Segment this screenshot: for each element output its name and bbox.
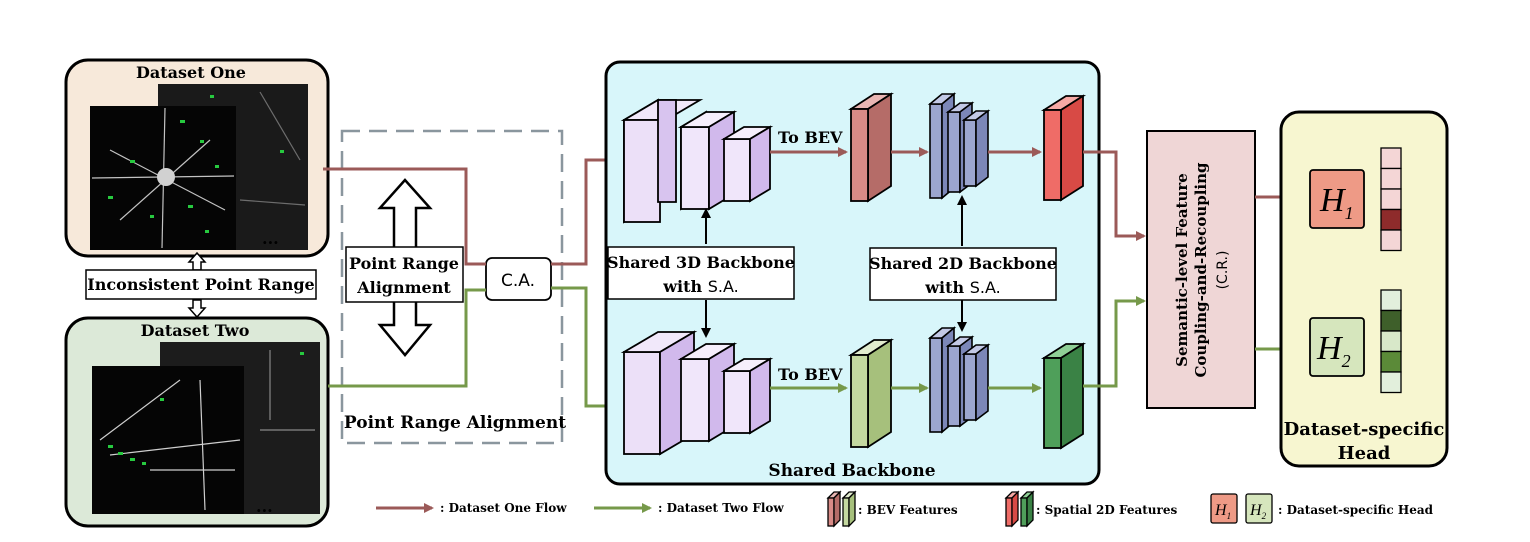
h1-vector-cell (1380, 147, 1402, 170)
legend-h1-letter: H (1214, 502, 1228, 519)
legend-bev: : BEV Features (858, 503, 958, 517)
legend-h2: H2 (1249, 502, 1267, 521)
to-bev-top-label: To BEV (778, 128, 843, 147)
legend-h1: H1 (1214, 502, 1231, 521)
dataset-one-title: Dataset One (136, 63, 246, 82)
h2-vector-cell (1380, 309, 1402, 332)
shared-2d-sa: S.A. (970, 278, 1001, 297)
ca-label: C.A. (501, 271, 535, 291)
shared-backbone-caption: Shared Backbone (768, 461, 935, 481)
backbone-to-coupling-bottom-flow (1083, 296, 1146, 388)
h2-output-vector (1380, 289, 1402, 394)
ca-to-backbone-top-flow (551, 155, 620, 266)
inconsistent-range-box (85, 269, 317, 300)
legend-h2-sub: 2 (1262, 511, 1267, 521)
shared-2d-line2: with S.A. (924, 278, 1000, 297)
dataset-two-panel: Dataset Two ... (64, 316, 330, 528)
alignment-box-line2: Alignment (356, 278, 451, 297)
legend-spatial-icon (1004, 490, 1035, 528)
h2-letter: H (1316, 330, 1344, 367)
h2-vector-cell (1380, 330, 1402, 353)
ca-to-backbone-bottom-flow (551, 286, 620, 411)
alignment-caption: Point Range Alignment (344, 413, 566, 433)
legend-h1-box (1210, 493, 1238, 524)
shared-2d-line1: Shared 2D Backbone (869, 254, 1057, 273)
legend-one-flow: : Dataset One Flow (440, 501, 567, 515)
shared-2d-box (869, 247, 1057, 301)
h1-label: H1 (1319, 182, 1354, 223)
dataset-two-more: ... (256, 497, 273, 516)
shared-3d-with: with (662, 277, 707, 296)
h2-vector-cell (1380, 289, 1402, 312)
shared-3d-box (607, 246, 795, 300)
dataset-one-panel: Dataset One ... (64, 58, 330, 258)
h2-vector-cell (1380, 371, 1402, 394)
backbone-to-coupling-top-flow (1083, 150, 1146, 241)
inconsistent-range-label: Inconsistent Point Range (87, 275, 314, 294)
h1-vector-cell (1380, 229, 1402, 252)
head-caption-line2: Head (1338, 443, 1391, 464)
backbone-2d-bottom (927, 326, 991, 434)
shared-3d-line2: with S.A. (662, 277, 738, 296)
legend-two-flow: : Dataset Two Flow (658, 501, 784, 515)
coupling-line2: Coupling-and-Recoupling (1192, 162, 1210, 378)
h1-vector-cell (1380, 188, 1402, 211)
h1-vector-cell (1380, 167, 1402, 190)
down-arrow-head (187, 299, 207, 319)
coupling-box (1146, 130, 1256, 409)
spatial-feature-bottom (1040, 342, 1087, 450)
h1-letter: H (1319, 182, 1347, 219)
h1-sub: 1 (1345, 203, 1354, 223)
coupling-text: Semantic-level Feature Coupling-and-Reco… (1173, 162, 1231, 378)
bev-feature-bottom (847, 338, 895, 449)
head-panel (1279, 110, 1449, 468)
spatial-feature-top (1040, 94, 1087, 202)
shared-3d-sa: S.A. (708, 277, 739, 296)
bev-feature-top (847, 92, 895, 203)
h2-vector-cell (1380, 350, 1402, 373)
dataset-one-more: ... (262, 229, 279, 248)
h2-sub: 2 (1342, 351, 1351, 371)
to-bev-bottom-label: To BEV (778, 365, 843, 384)
alignment-box-line1: Point Range (349, 254, 459, 273)
h1-box (1309, 169, 1365, 229)
legend-h1-sub: 1 (1227, 511, 1232, 521)
legend: : Dataset One Flow : Dataset Two Flow : … (376, 490, 1434, 528)
legend-h2-letter: H (1249, 502, 1263, 519)
dataset-two-point-cloud (99, 350, 315, 511)
h2-label: H2 (1316, 330, 1351, 371)
shared-2d-with: with (924, 278, 969, 297)
backbone-3d-bottom (620, 330, 774, 456)
h1-vector-cell (1380, 208, 1402, 231)
alignment-dashed-box (340, 129, 564, 445)
legend-bev-icon (826, 490, 857, 528)
legend-head: : Dataset-specific Head (1278, 503, 1434, 517)
backbone-3d-top (620, 98, 774, 224)
dataset-two-title: Dataset Two (141, 321, 250, 340)
coupling-line3: (C.R.) (1215, 251, 1231, 290)
dataset-one-input-flow (323, 167, 486, 266)
dataset-one-detections (108, 95, 284, 233)
inconsistent-range: Inconsistent Point Range (85, 251, 317, 319)
coupling-line1: Semantic-level Feature (1173, 173, 1191, 367)
h2-box (1309, 317, 1365, 377)
legend-h2-box (1245, 493, 1273, 524)
alignment-group: Point Range Alignment Point Range Alignm… (340, 129, 566, 445)
dataset-two-input-flow (328, 288, 486, 388)
shared-3d-line1: Shared 3D Backbone (607, 253, 795, 272)
dataset-two-detections (108, 352, 304, 465)
alignment-box (345, 246, 464, 303)
backbone-2d-top (927, 92, 991, 200)
dataset-two-scan-front (92, 366, 244, 514)
ca-box (485, 257, 552, 301)
dataset-one-point-cloud (91, 91, 306, 249)
legend-spatial: : Spatial 2D Features (1036, 503, 1177, 517)
head-caption-line1: Dataset-specific (1284, 419, 1445, 440)
h1-output-vector (1380, 147, 1402, 252)
